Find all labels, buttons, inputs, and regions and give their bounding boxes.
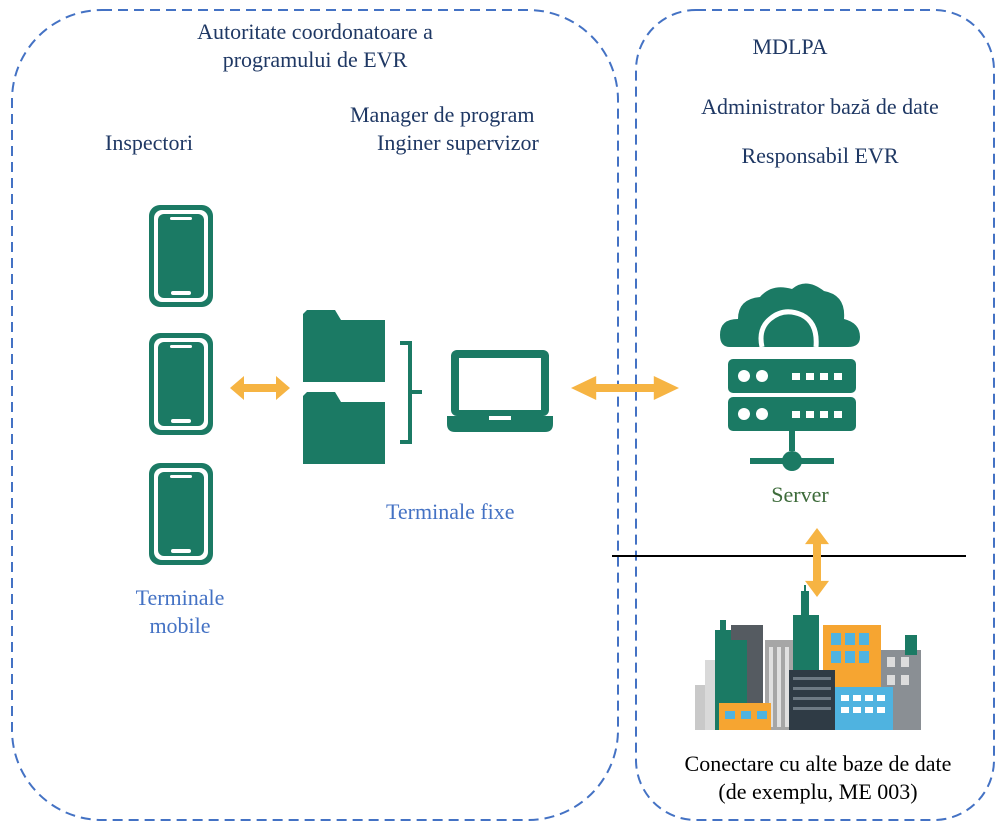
smartphone-icon xyxy=(149,205,213,307)
role-administrator: Administrator bază de date xyxy=(701,94,939,119)
folder-icon xyxy=(303,392,385,464)
laptop-icon xyxy=(447,350,553,432)
bracket-connector xyxy=(400,341,422,444)
mobile-terminals-label-line1: Terminale xyxy=(135,585,225,610)
server-label: Server xyxy=(771,482,829,507)
city-buildings-icon xyxy=(695,585,921,730)
connect-label-line1: Conectare cu alte baze de date xyxy=(684,751,952,776)
fixed-terminals-label: Terminale fixe xyxy=(386,499,515,524)
role-responsabil: Responsabil EVR xyxy=(741,143,899,168)
bidirectional-arrow-icon xyxy=(805,528,829,597)
bidirectional-arrow-icon xyxy=(230,376,290,400)
smartphone-icon xyxy=(149,463,213,565)
mobile-terminals-label-line2: mobile xyxy=(149,613,211,638)
bidirectional-arrow-icon xyxy=(571,376,679,400)
role-manager: Manager de program xyxy=(350,102,535,127)
right-zone-border xyxy=(635,9,995,821)
role-inspectori: Inspectori xyxy=(105,130,193,155)
smartphone-icon xyxy=(149,333,213,435)
connect-label-line2: (de exemplu, ME 003) xyxy=(718,779,918,804)
cloud-server-icon xyxy=(720,283,860,471)
left-zone-title-line1: Autoritate coordonatoare a xyxy=(197,19,433,44)
role-inginer: Inginer supervizor xyxy=(377,130,539,155)
right-zone-title: MDLPA xyxy=(752,34,828,59)
left-zone-border xyxy=(11,9,619,821)
left-zone-title-line2: programului de EVR xyxy=(222,47,408,72)
folder-icon xyxy=(303,310,385,382)
